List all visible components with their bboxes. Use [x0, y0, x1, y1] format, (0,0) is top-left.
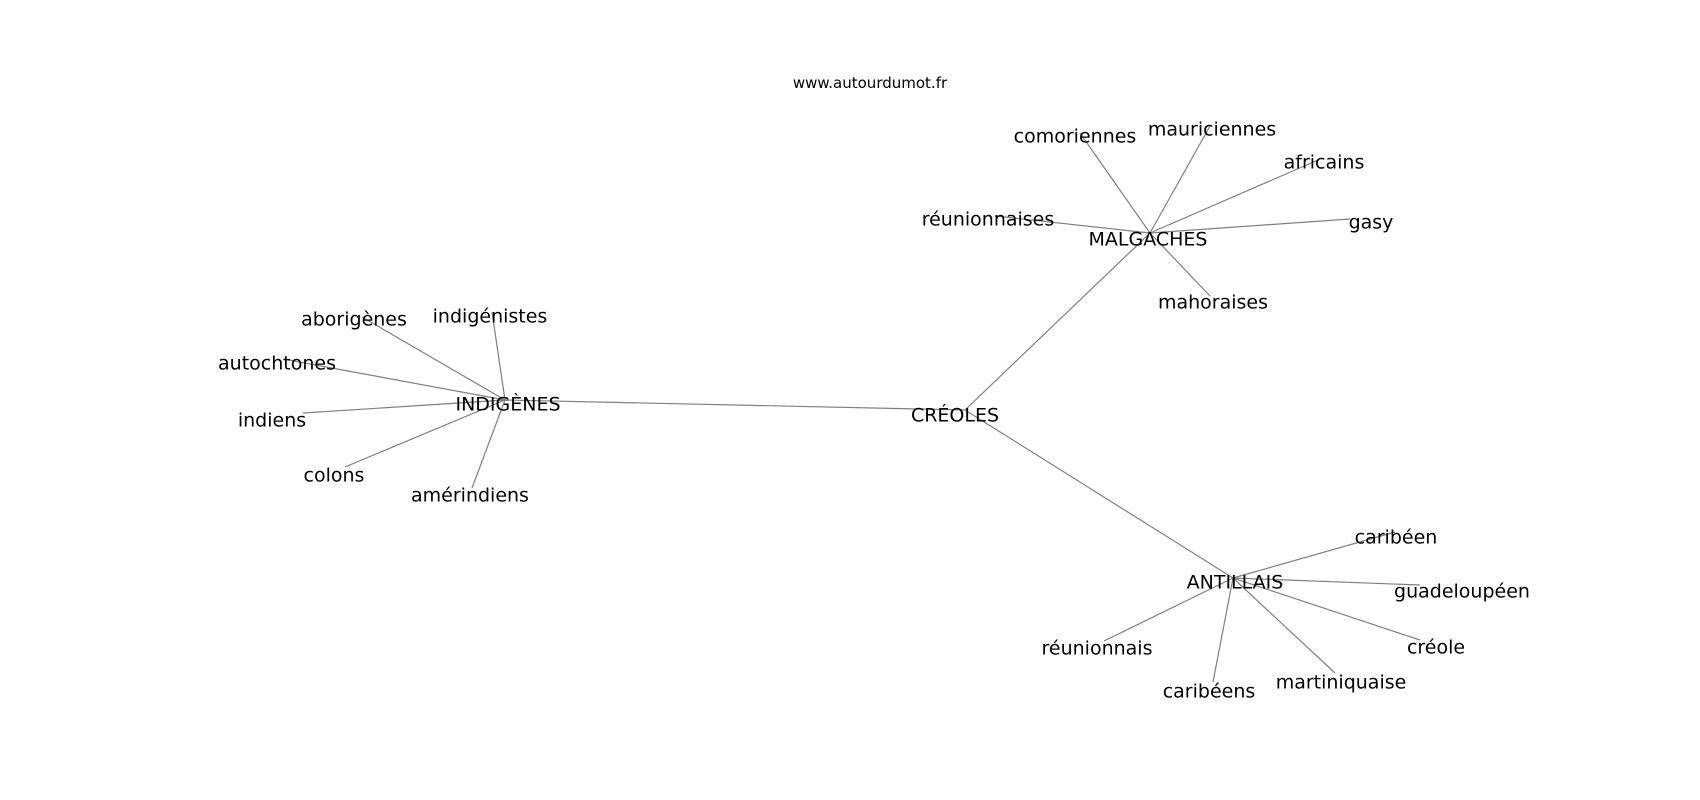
- node-colons: colons: [304, 465, 365, 487]
- node-reunionnaises: réunionnaises: [922, 209, 1055, 231]
- edges-layer: [282, 125, 1421, 683]
- edge-indigenes-colons: [344, 399, 506, 468]
- node-gasy: gasy: [1349, 212, 1394, 234]
- node-caribeens: caribéens: [1163, 681, 1256, 703]
- node-malgaches: MALGACHES: [1089, 229, 1208, 251]
- edge-antillais-creole: [1232, 577, 1421, 641]
- node-reunionnais: réunionnais: [1042, 638, 1153, 660]
- edge-indigenes-autochtones: [282, 358, 506, 401]
- edge-indigenes-amerindiens: [471, 399, 506, 489]
- edge-indigenes-indiens: [302, 399, 506, 414]
- edge-antillais-caribeens: [1212, 577, 1234, 683]
- node-caribeen: caribéen: [1355, 527, 1438, 549]
- node-indiens: indiens: [238, 410, 306, 432]
- edge-malgaches-africains: [1149, 159, 1319, 234]
- edge-creoles-malgaches: [964, 232, 1151, 411]
- source-label: www.autourdumot.fr: [793, 74, 948, 92]
- node-autochtones: autochtones: [218, 353, 336, 375]
- node-martiniquaise: martiniquaise: [1276, 672, 1407, 694]
- node-indigenistes: indigénistes: [433, 306, 548, 328]
- edge-creoles-indigenes: [504, 399, 966, 411]
- edge-antillais-martiniquaise: [1232, 577, 1336, 674]
- node-antillais: ANTILLAIS: [1187, 572, 1284, 594]
- node-comoriennes: comoriennes: [1014, 126, 1137, 148]
- edge-malgaches-comoriennes: [1079, 132, 1151, 234]
- edge-malgaches-reunionnaises: [994, 215, 1151, 234]
- node-guadeloupeen: guadeloupéen: [1394, 581, 1530, 603]
- edge-malgaches-mauriciennes: [1149, 125, 1211, 234]
- edge-malgaches-gasy: [1149, 218, 1351, 234]
- node-creole: créole: [1407, 637, 1465, 659]
- node-aborigenes: aborigènes: [301, 309, 407, 331]
- edge-indigenes-aborigenes: [361, 316, 506, 401]
- labels-layer: CRÉOLES MALGACHES INDIGÈNES ANTILLAIS comori…: [218, 119, 1530, 703]
- edge-antillais-guadeloupeen: [1232, 577, 1421, 586]
- edge-antillais-caribeen: [1232, 531, 1396, 579]
- node-mauriciennes: mauriciennes: [1148, 119, 1276, 141]
- node-amerindiens: amérindiens: [411, 485, 529, 507]
- edge-antillais-reunionnais: [1103, 577, 1234, 642]
- edge-creoles-antillais: [964, 409, 1234, 579]
- node-mahoraises: mahoraises: [1158, 292, 1268, 314]
- edge-malgaches-mahoraises: [1149, 232, 1211, 297]
- node-creoles: CRÉOLES: [911, 404, 999, 427]
- edge-indigenes-indigenistes: [491, 311, 506, 401]
- node-africains: africains: [1284, 152, 1365, 174]
- node-indigenes: INDIGÈNES: [455, 393, 560, 416]
